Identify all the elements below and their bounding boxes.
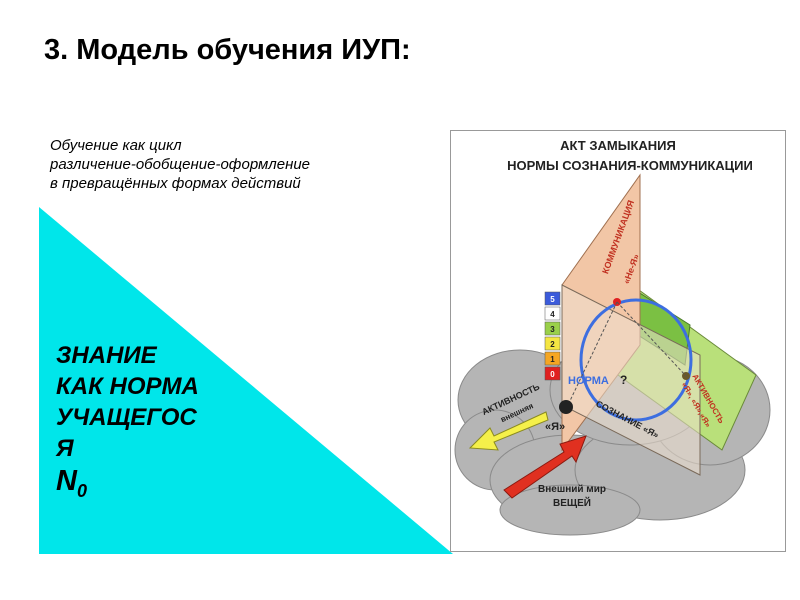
level-label: 5 xyxy=(550,295,555,304)
triangle-shape xyxy=(39,207,453,554)
red-arrow xyxy=(503,435,587,499)
triangle-line: УЧАЩЕГОС xyxy=(56,404,197,431)
diagram-header-line: НОРМЫ СОЗНАНИЯ-КОММУНИКАЦИИ xyxy=(507,158,753,173)
page-title: 3. Модель обучения ИУП: xyxy=(44,34,411,66)
level-box xyxy=(544,321,561,336)
knowledge-triangle xyxy=(39,207,453,554)
triangle-line: ЗНАНИЕ xyxy=(56,342,157,369)
closure-diagram: АКТ ЗАМЫКАНИЯ НОРМЫ СОЗНАНИЯ-КОММУНИКАЦИ… xyxy=(450,130,786,552)
level-scale: 5 4 3 2 1 0 xyxy=(544,291,561,381)
norm-label: НОРМА xyxy=(568,375,609,387)
norm-symbol: N0 xyxy=(56,464,256,508)
level-box xyxy=(544,336,561,351)
subtitle: Обучение как цикл различение-обобщение-о… xyxy=(50,136,450,193)
level-label: 0 xyxy=(550,370,555,379)
triangle-line: КАК НОРМА xyxy=(56,373,199,400)
level-box xyxy=(544,351,561,366)
triangle-line: Я xyxy=(56,435,74,462)
level-box xyxy=(544,306,561,321)
consciousness-plane xyxy=(561,284,701,476)
outer-world-line: Внешний мир xyxy=(538,484,606,495)
norm-circle xyxy=(579,298,693,422)
level-label: 2 xyxy=(550,340,555,349)
norm-letter: N xyxy=(56,465,77,497)
norm-subscript: 0 xyxy=(76,480,87,501)
norm-link xyxy=(616,301,687,377)
level-label: 3 xyxy=(550,325,555,334)
outer-world-line: ВЕЩЕЙ xyxy=(553,496,591,509)
norm-question: ? xyxy=(620,373,627,387)
triangle-text: ЗНАНИЕ КАК НОРМА УЧАЩЕГОС Я N0 xyxy=(56,340,256,508)
subtitle-line: Обучение как цикл xyxy=(50,137,182,154)
level-box xyxy=(544,366,561,381)
level-label: 4 xyxy=(550,310,555,319)
self-point xyxy=(559,400,573,414)
level-label: 1 xyxy=(550,355,555,364)
yellow-arrow xyxy=(468,411,549,451)
diagram-header-line: АКТ ЗАМЫКАНИЯ xyxy=(560,138,676,153)
norm-link xyxy=(567,301,618,406)
self-label: «Я» xyxy=(545,421,565,433)
level-box xyxy=(544,291,561,306)
subtitle-line: различение-обобщение-оформление xyxy=(50,156,311,173)
subtitle-line: в превращённых формах действий xyxy=(50,175,301,192)
